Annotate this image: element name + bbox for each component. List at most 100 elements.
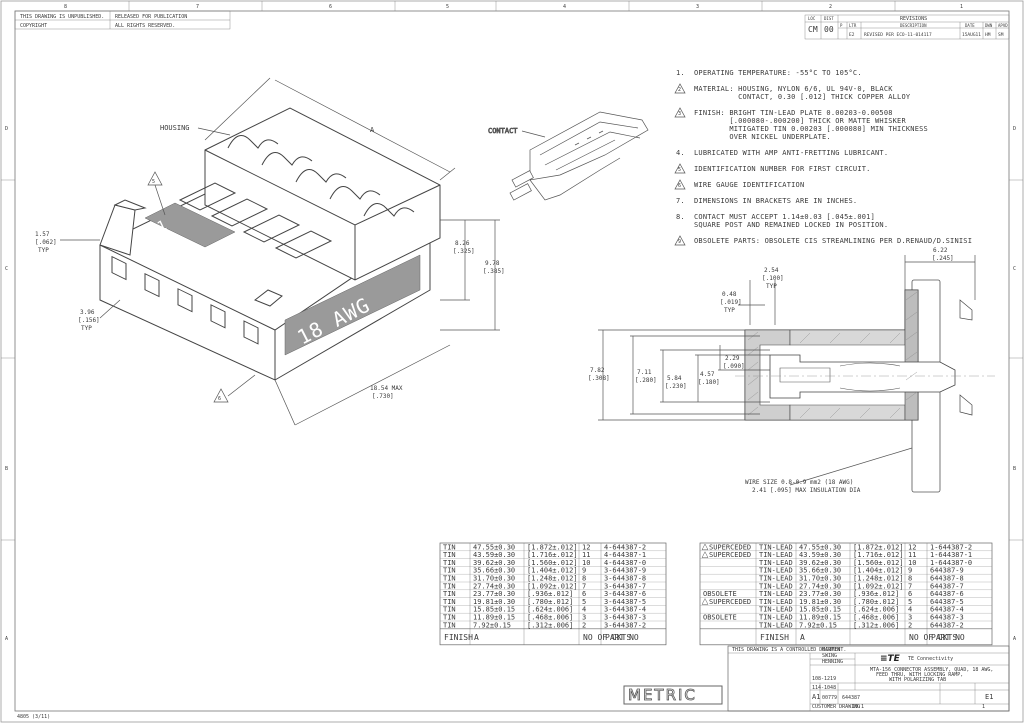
table-cell: 6	[908, 590, 912, 598]
table-cell: 12	[582, 543, 590, 551]
zone-label: A	[5, 636, 8, 642]
dim-inch: [.308]	[588, 375, 610, 382]
zone-label: B	[1013, 466, 1016, 472]
table-header: PART NO	[605, 633, 639, 642]
table-cell: [.780±.012]	[853, 598, 899, 606]
table-cell: 35.66±0.30	[473, 567, 515, 575]
table-cell: 7	[908, 582, 912, 590]
dim-value: 18.54 MAX	[370, 385, 403, 392]
dim-value: 4.57	[700, 371, 715, 378]
spec-number: 108-1219	[812, 676, 836, 682]
zone-label: 6	[329, 4, 332, 10]
title-line: WITH POLARIZING TAB	[889, 677, 946, 683]
note-flag-icon	[674, 235, 686, 246]
title-block: THIS DRAWING IS A CONTROLLED DOCUMENT. M…	[727, 645, 1010, 712]
table-cell: 35.66±0.30	[799, 567, 841, 575]
table-header: A	[800, 633, 805, 642]
table-cell: 3-644387-6	[604, 590, 646, 598]
notes-list: 1.OPERATING TEMPERATURE: -55°C TO 105°C.…	[674, 69, 972, 246]
note-text: MATERIAL: HOUSING, NYLON 6/6, UL 94V-0, …	[694, 85, 893, 93]
table-cell: 19.81±0.30	[799, 598, 841, 606]
note-text: DIMENSIONS IN BRACKETS ARE IN INCHES.	[694, 197, 857, 205]
rev-apvd: SM	[998, 32, 1004, 38]
table-cell: 4-644387-2	[604, 543, 646, 551]
note-number: 8.	[676, 213, 685, 221]
dim-value: 0.48	[722, 291, 737, 298]
table-cell: 7.92±0.15	[799, 621, 837, 629]
dim-value: 2.29	[725, 355, 740, 362]
rev-col: LTR	[849, 23, 857, 28]
table-cell: SUPERCEDED	[709, 598, 751, 606]
spec-number: 114-1048	[812, 685, 836, 691]
dim-value: 3.96	[80, 309, 95, 316]
table-cell: [.468±.006]	[527, 614, 573, 622]
table-cell: 8	[582, 575, 586, 583]
note-flag-icon	[674, 83, 686, 94]
dim-inch: [.156]	[78, 317, 100, 324]
note-flag-icon	[674, 179, 686, 190]
table-cell: 7	[582, 582, 586, 590]
dim-value: 8.26	[455, 240, 470, 247]
table-cell: TIN	[443, 621, 456, 629]
table-cell: [.468±.006]	[853, 614, 899, 622]
table-cell: 12	[908, 543, 916, 551]
table-cell: [1.872±.012]	[853, 543, 904, 551]
section-view: 6.22 [.245] 2.54 [.100] TYP 0.48 [.019] …	[588, 247, 995, 494]
chk-name: SWING	[822, 653, 837, 659]
table-cell: TIN	[443, 606, 456, 614]
table-header: FINISH	[444, 633, 473, 642]
revisions-title: REVISIONS	[900, 16, 927, 22]
table-cell: 1-644387-1	[930, 551, 972, 559]
dim-inch: [.280]	[635, 377, 657, 384]
table-cell: 1-644387-0	[930, 559, 972, 567]
dim-value: 2.54	[764, 267, 779, 274]
rev-dist: 00	[824, 25, 834, 34]
rev-label: DIST	[824, 16, 834, 21]
table-cell: 4-644387-1	[604, 551, 646, 559]
table-cell: 23.77±0.30	[799, 590, 841, 598]
table-cell: [1.404±.012]	[853, 567, 904, 575]
dim-inch: [.100]	[762, 275, 784, 282]
table-cell: 3-644387-4	[604, 606, 646, 614]
table-cell: 39.62±0.30	[473, 559, 515, 567]
table-cell: 644387-9	[930, 567, 964, 575]
note-item: 4.LUBRICATED WITH AMP ANTI-FRETTING LUBR…	[676, 149, 888, 157]
table-cell: 43.59±0.30	[799, 551, 841, 559]
table-cell: [.312±.006]	[853, 621, 899, 629]
dim-value: 9.78	[485, 260, 500, 267]
table-cell: 644387-4	[930, 606, 964, 614]
table-cell: 644387-2	[930, 621, 964, 629]
table-cell: [.936±.012]	[527, 590, 573, 598]
table-cell: 47.55±0.30	[799, 543, 841, 551]
table-cell: 5	[582, 598, 586, 606]
wire-size-note: WIRE SIZE 0.8-0.9 mm2 (18 AWG)	[745, 479, 853, 486]
table-cell: 644387-6	[930, 590, 964, 598]
table-cell: TIN-LEAD	[759, 567, 793, 575]
zone-label: C	[5, 266, 8, 272]
form-number: 4805 (3/11)	[17, 714, 50, 720]
dim-inch: [.730]	[372, 393, 394, 400]
zone-labels: 8 7 6 5 4 3 2 1 D C B A D C B A	[5, 4, 1016, 642]
table-cell: 3	[582, 614, 586, 622]
note-text: IDENTIFICATION NUMBER FOR FIRST CIRCUIT.	[694, 165, 871, 173]
note-text: OBSOLETE PARTS: OBSOLETE CIS STREAMLININ…	[694, 237, 972, 245]
table-cell: 27.74±0.30	[473, 582, 515, 590]
note-number: 7.	[676, 197, 685, 205]
dim-inch: [.385]	[483, 268, 505, 275]
drawing-number: 644387	[842, 695, 860, 701]
table-cell: 3-644387-9	[604, 567, 646, 575]
flag-number: 6	[218, 396, 221, 402]
note-text: WIRE GAUGE IDENTIFICATION	[694, 181, 804, 189]
table-cell: 4	[908, 606, 912, 614]
